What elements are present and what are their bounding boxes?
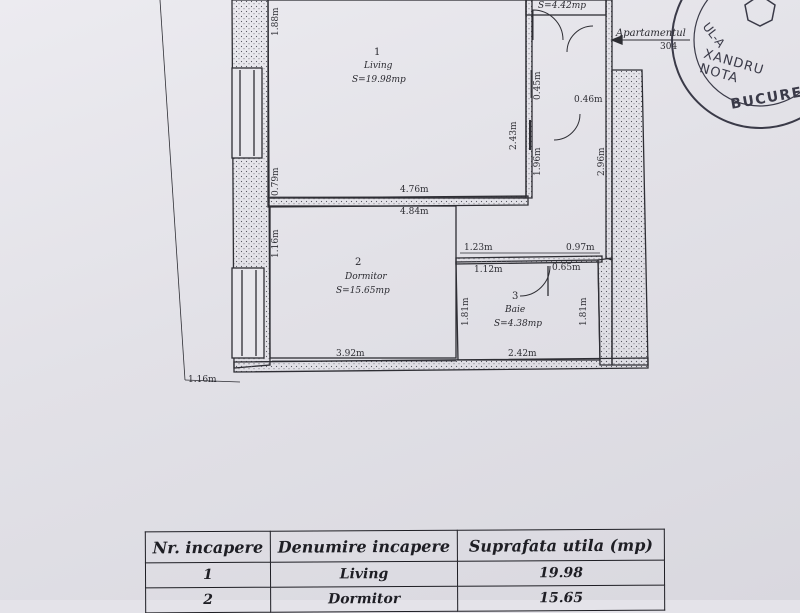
- cell-area: 19.98: [457, 560, 665, 587]
- dim-2-43: 2.43m: [509, 121, 519, 150]
- apartment-number: 304: [660, 42, 678, 52]
- header-nr: Nr. incapere: [145, 531, 271, 563]
- room-name-living: Living: [364, 61, 393, 71]
- apartment-label: Apartamentul: [616, 28, 686, 39]
- table-row: 1 Living 19.98: [145, 560, 665, 588]
- cell-name: Dormitor: [270, 586, 458, 613]
- dim-1-88: 1.88m: [271, 7, 281, 36]
- dim-1-12: 1.12m: [474, 265, 503, 275]
- dim-1-81-left: 1.81m: [461, 297, 471, 326]
- top-room-area: S=4.42mp: [538, 1, 587, 11]
- dim-1-16-vertical: 1.16m: [271, 229, 281, 258]
- dim-4-76: 4.76m: [400, 185, 429, 195]
- room-area-table: Nr. incapere Denumire incapere Suprafata…: [145, 529, 665, 613]
- dim-3-92: 3.92m: [336, 349, 365, 359]
- header-area: Suprafata utila (mp): [457, 529, 665, 562]
- dim-0-97: 0.97m: [566, 243, 595, 253]
- paper-background: [0, 0, 800, 600]
- cell-nr: 2: [145, 587, 271, 613]
- dim-1-96: 1.96m: [533, 147, 543, 176]
- room-number-dormitor: 2: [355, 257, 362, 268]
- room-area-baie: S=4.38mp: [494, 319, 543, 329]
- dim-0-65: 0.65m: [552, 263, 581, 273]
- room-number-living: 1: [374, 47, 381, 58]
- cell-area: 15.65: [457, 585, 665, 612]
- room-name-dormitor: Dormitor: [345, 272, 387, 282]
- dim-2-96: 2.96m: [597, 147, 607, 176]
- cell-nr: 1: [145, 562, 271, 588]
- dim-1-81-right: 1.81m: [579, 297, 589, 326]
- room-name-baie: Baie: [505, 305, 526, 315]
- dim-4-84: 4.84m: [400, 207, 429, 217]
- dim-2-42: 2.42m: [508, 349, 537, 359]
- dim-0-46: 0.46m: [574, 95, 603, 105]
- header-name: Denumire incapere: [270, 530, 458, 563]
- floor-plan-drawing: [159, 0, 800, 383]
- dim-0-79: 0.79m: [271, 167, 281, 196]
- cell-name: Living: [270, 561, 458, 588]
- dim-0-45: 0.45m: [533, 71, 543, 100]
- dim-1-16-horizontal: 1.16m: [188, 375, 217, 385]
- table-row: 2 Dormitor 15.65: [145, 585, 665, 613]
- room-area-dormitor: S=15.65mp: [336, 286, 390, 296]
- dim-1-23: 1.23m: [464, 243, 493, 253]
- table-header-row: Nr. incapere Denumire incapere Suprafata…: [145, 529, 665, 563]
- room-area-living: S=19.98mp: [352, 75, 406, 85]
- room-number-baie: 3: [512, 291, 519, 302]
- stamp-ring: [671, 0, 800, 129]
